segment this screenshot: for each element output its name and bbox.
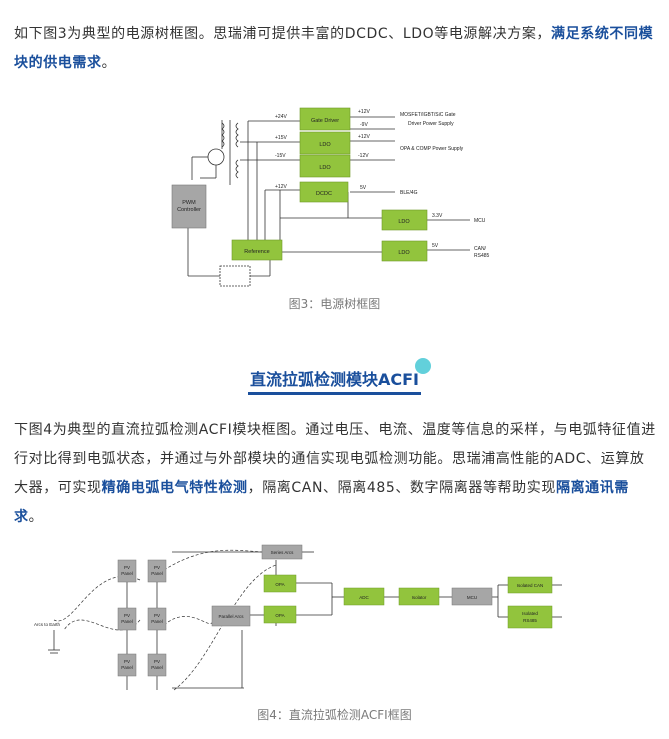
out-5v-b: 5V xyxy=(432,243,439,249)
mcu-label: MCU xyxy=(467,595,477,600)
figure-4-caption: 图4：直流拉弧检测ACFI框图 xyxy=(257,708,412,722)
dcdc-label: DCDC xyxy=(316,191,332,197)
panel-label: Panel xyxy=(121,619,133,624)
out-9v: -9V xyxy=(360,122,368,128)
power-tree-diagram: PWM Controller Reference Gate Driver LDO… xyxy=(171,107,490,287)
rail-24v: +24V xyxy=(275,114,287,120)
opa-block-1 xyxy=(263,574,297,593)
pv-panel-grid xyxy=(117,559,167,677)
pv-label: PV xyxy=(154,659,160,664)
mcu-block xyxy=(451,587,493,606)
isolated-can-block xyxy=(507,576,553,594)
rail-15v-pos: +15V xyxy=(275,135,287,141)
ldo-block-2 xyxy=(299,154,351,178)
pv-panel-5 xyxy=(117,653,137,677)
pv-label: PV xyxy=(124,613,130,618)
ldo-block-3 xyxy=(381,209,428,231)
isolated-rs485-label-1: Isolated xyxy=(522,611,538,616)
panel-label: Panel xyxy=(121,571,133,576)
figure-3-caption: 图3：电源树框图 xyxy=(288,297,381,311)
parallel-arcs-block xyxy=(211,605,251,627)
highlight-text-1: 精确电弧电气特性检测 xyxy=(101,480,248,496)
pwm-label-2: Controller xyxy=(177,207,201,213)
mcu-label: MCU xyxy=(474,218,486,224)
rail-15v-neg: -15V xyxy=(275,153,286,159)
adc-label: ADC xyxy=(359,595,369,600)
pv-panel-6 xyxy=(147,653,167,677)
paragraph-text: 如下图3为典型的电源树框图。思瑞浦可提供丰富的DCDC、LDO等电源解决方案， xyxy=(14,26,552,42)
panel-label: Panel xyxy=(151,571,163,576)
ldo-label-2: LDO xyxy=(319,165,331,171)
mosfet-supply-2: Driver Power Supply xyxy=(408,121,454,127)
panel-label: Panel xyxy=(151,665,163,670)
series-arcs-label: Series Arcs xyxy=(271,550,295,555)
pv-label: PV xyxy=(124,565,130,570)
opa-label-2: OPA xyxy=(275,613,284,618)
arc-path-series xyxy=(163,549,263,571)
out-5v-a: 5V xyxy=(360,185,367,191)
transformer-coil-secondary-2 xyxy=(235,159,239,179)
section-title: 直流拉弧检测模块ACFI xyxy=(0,366,669,395)
out-3v3: 3.3V xyxy=(432,213,443,219)
ldo-label-4: LDO xyxy=(398,250,410,256)
intro-paragraph-power-tree: 如下图3为典型的电源树框图。思瑞浦可提供丰富的DCDC、LDO等电源解决方案，满… xyxy=(14,20,656,78)
gate-driver-label: Gate Driver xyxy=(311,118,339,124)
panel-label: Panel xyxy=(121,665,133,670)
pv-panel-4 xyxy=(147,607,167,631)
paragraph-text-1: 下图4为典型的直流拉弧检测ACFI模块框图。通过电压、电流、温度等信息的采样，与… xyxy=(14,422,656,496)
paragraph-end-2: 。 xyxy=(28,509,44,525)
out-12v-c: -12V xyxy=(358,153,369,159)
out-12v-a: +12V xyxy=(358,109,370,115)
dcdc-block xyxy=(299,181,349,203)
reference-block xyxy=(231,239,283,261)
pv-panel-2 xyxy=(147,559,167,583)
parallel-arcs-label: Parallel Arcs xyxy=(218,614,244,619)
highlight-text-2: 隔离通讯需求 xyxy=(14,480,629,525)
mosfet-symbol xyxy=(207,148,225,166)
ble-label: BLE/4G xyxy=(400,190,418,196)
arc-path-parallel-2 xyxy=(173,564,277,691)
can-label-1: CAN/ xyxy=(474,246,487,252)
paragraph-end: 。 xyxy=(101,55,117,71)
opa-block-2 xyxy=(263,605,297,624)
decorative-dot xyxy=(415,358,431,374)
adc-block xyxy=(343,587,385,606)
transformer-coil-secondary xyxy=(235,122,239,148)
reference-label: Reference xyxy=(244,249,269,255)
can-label-2: RS485 xyxy=(474,253,490,259)
opa-label-1: OPA xyxy=(275,582,284,587)
paragraph-text-2: ，隔离CAN、隔离485、数字隔离器等帮助实现 xyxy=(247,480,556,496)
ldo-block-4 xyxy=(381,240,428,262)
isolated-can-label: Isolated CAN xyxy=(517,583,544,588)
out-12v-b: +12V xyxy=(358,134,370,140)
arc-path-parallel-1 xyxy=(163,614,215,626)
isolated-rs485-label-2: RS485 xyxy=(523,618,537,623)
highlight-text: 满足系统不同模块的供电需求 xyxy=(14,26,654,71)
panel-label: Panel xyxy=(151,619,163,624)
intro-paragraph-acfi: 下图4为典型的直流拉弧检测ACFI模块框图。通过电压、电流、温度等信息的采样，与… xyxy=(14,416,656,532)
ldo-label-1: LDO xyxy=(319,142,331,148)
pv-label: PV xyxy=(154,565,160,570)
rail-12v: +12V xyxy=(275,184,287,190)
arcs-to-earth-label: Arcs to Earth xyxy=(34,622,61,627)
mosfet-supply-1: MOSFET/IGBT/SiC Gate xyxy=(400,112,456,118)
pv-panel-1 xyxy=(117,559,137,583)
pv-label: PV xyxy=(154,613,160,618)
isolated-rs485-block xyxy=(507,605,553,629)
isolator-label: Isolator xyxy=(412,595,427,600)
pv-panel-3 xyxy=(117,607,137,631)
pwm-controller-block xyxy=(171,184,207,229)
series-arcs-block xyxy=(261,544,303,560)
ldo-label-3: LDO xyxy=(398,219,410,225)
opa-supply: OPA & COMP Power Supply xyxy=(400,146,464,152)
pwm-label-1: PWM xyxy=(182,200,196,206)
pv-label: PV xyxy=(124,659,130,664)
gate-driver-block xyxy=(299,107,351,131)
isolator-block xyxy=(398,587,440,606)
ldo-block-1 xyxy=(299,131,351,155)
